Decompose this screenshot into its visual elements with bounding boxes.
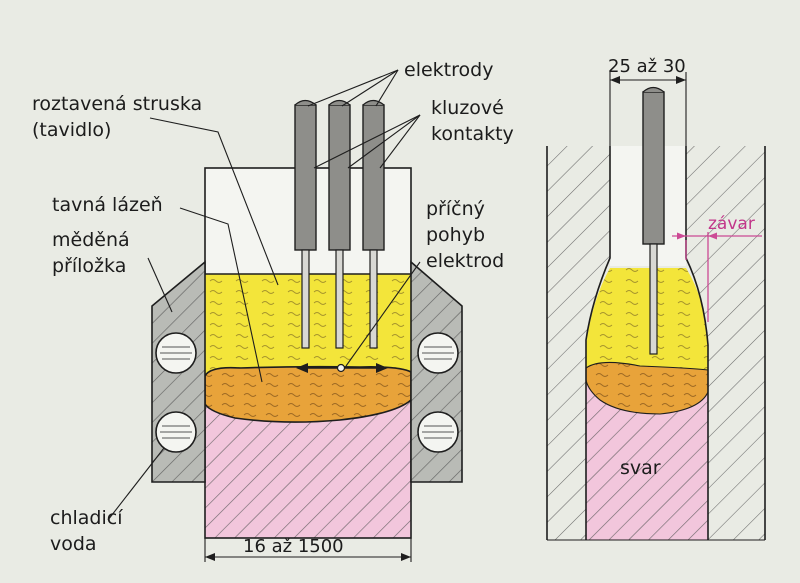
- cooling-tube-right-top: [417, 332, 459, 374]
- label-elektrody: elektrody: [404, 59, 493, 81]
- side-slag: [586, 268, 708, 372]
- movement-arrow: [296, 363, 388, 373]
- gap-dimension: [609, 72, 687, 146]
- cooling-tube-left-bottom: [155, 411, 197, 453]
- dim-plate-thickness: 16 až 1500: [243, 536, 344, 557]
- electrode-1: [294, 99, 317, 349]
- leader-lines: [107, 69, 421, 521]
- width-dimension: [204, 538, 412, 562]
- weld-pool: [204, 365, 412, 423]
- side-plate-left: [547, 146, 610, 540]
- label-kluzove-2: kontakty: [431, 123, 514, 145]
- dim-gap-width: 25 až 30: [608, 56, 686, 77]
- side-outline: [546, 146, 766, 540]
- side-plate-right: [686, 146, 765, 540]
- label-zavar: závar: [708, 214, 755, 234]
- cooling-tube-left-top: [155, 332, 197, 374]
- side-weld-pool: [585, 361, 709, 415]
- label-voda-2: voda: [50, 533, 97, 555]
- label-prilozka-1: měděná: [52, 229, 130, 251]
- label-pohyb-3: elektrod: [426, 250, 504, 272]
- label-struska-2: (tavidlo): [32, 119, 111, 141]
- label-struska-1: roztavená struska: [32, 93, 202, 115]
- side-view: [546, 72, 766, 541]
- penetration-dimension: [672, 232, 762, 322]
- front-view: [107, 69, 463, 562]
- label-lazen: tavná lázeň: [52, 194, 163, 216]
- label-prilozka-2: příložka: [52, 255, 126, 277]
- label-kluzove-1: kluzové: [431, 97, 504, 119]
- side-electrode: [642, 86, 665, 355]
- cooling-tube-right-bottom: [417, 411, 459, 453]
- label-pohyb-1: příčný: [426, 198, 485, 220]
- label-svar: svar: [620, 457, 661, 479]
- label-voda-1: chladicí: [50, 507, 123, 529]
- label-pohyb-2: pohyb: [426, 224, 485, 246]
